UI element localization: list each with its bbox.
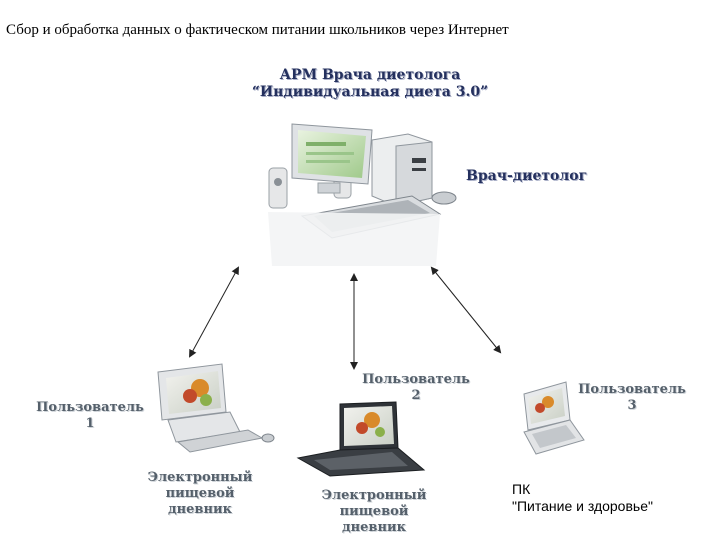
- user3-label-number: 3: [627, 398, 637, 413]
- user3-pk-line1: ПК: [512, 481, 531, 497]
- user1-computer-image: [157, 363, 275, 453]
- user1-diary-label: Электронный пищевой дневник: [140, 470, 260, 518]
- link-server-user3: [430, 266, 502, 354]
- doctor-workstation-image: [268, 123, 457, 266]
- user1-label-number: 1: [85, 416, 95, 431]
- user1-diary-line1: Электронный: [147, 470, 253, 485]
- user2-label-name: Пользователь: [362, 372, 470, 387]
- user2-diary-label: Электронный пищевой дневник: [314, 488, 434, 536]
- user2-diary-line2: пищевой: [339, 504, 409, 519]
- link-server-user1: [189, 266, 239, 358]
- user1-label: Пользователь 1: [30, 400, 150, 432]
- user2-label-number: 2: [411, 388, 421, 403]
- user1-label-name: Пользователь: [36, 400, 144, 415]
- user2-laptop-image: [296, 401, 426, 477]
- user2-diary-line3: дневник: [341, 520, 407, 535]
- user1-diary-line3: дневник: [167, 502, 233, 517]
- user3-pk-line2: "Питание и здоровье": [512, 498, 653, 514]
- user3-software-label: ПК "Питание и здоровье": [512, 481, 653, 515]
- slide-title: Сбор и обработка данных о фактическом пи…: [6, 22, 509, 38]
- user2-label: Пользователь 2: [356, 372, 476, 404]
- user2-diary-line1: Электронный: [321, 488, 427, 503]
- user3-label-name: Пользователь: [578, 382, 686, 397]
- user3-laptop-image: [523, 381, 585, 455]
- doctor-role-label: Врач-диетолог: [466, 168, 588, 184]
- server-title-line2: “Индивидуальная диета 3.0”: [251, 84, 489, 100]
- server-title-line1: АРМ Врача диетолога: [279, 67, 461, 83]
- user1-diary-line2: пищевой: [165, 486, 235, 501]
- user3-label: Пользователь 3: [572, 382, 692, 414]
